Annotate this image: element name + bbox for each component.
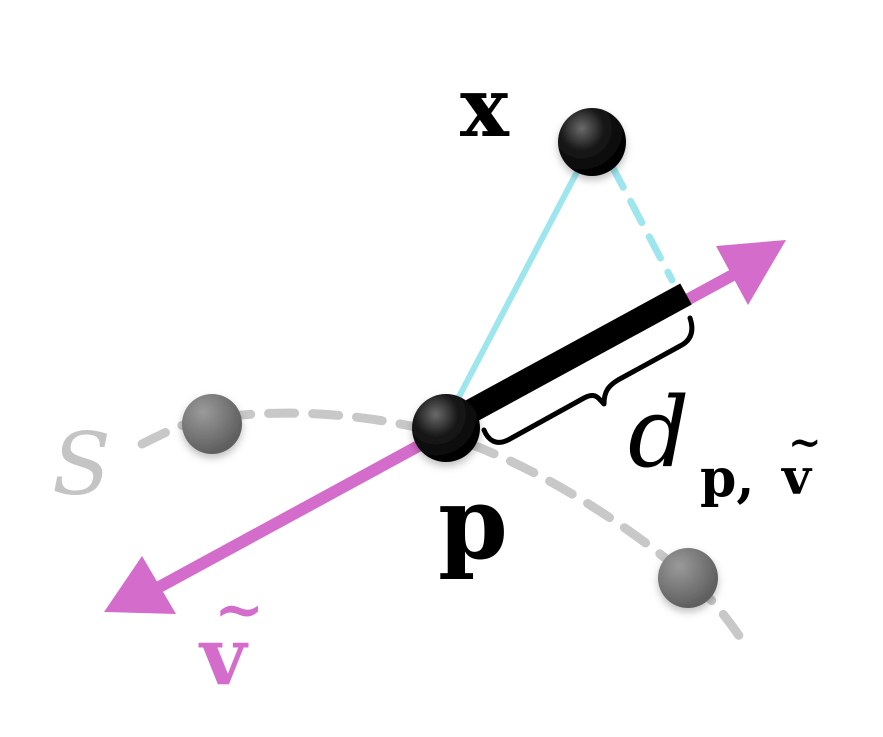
label-distance-subscript: p, (700, 448, 754, 509)
direction-arrowhead-lower (104, 556, 176, 614)
point-p (412, 394, 480, 462)
label-p: p (438, 464, 508, 582)
sample-point-right (658, 548, 718, 608)
point-x (558, 108, 626, 176)
label-distance-d: d (628, 377, 689, 489)
label-x: x (460, 60, 510, 156)
set-curve-right (465, 439, 747, 645)
sample-point-left (182, 394, 242, 454)
projection-dashed-line (608, 162, 676, 284)
label-distance-subscript-v: v (781, 447, 813, 506)
x-to-p-line (449, 167, 581, 413)
direction-arrowhead-upper (716, 240, 786, 305)
distance-brace (481, 315, 695, 445)
label-v-tilde-accent: ~ (214, 575, 264, 645)
projection-segment (456, 283, 692, 427)
label-v-tilde: v (198, 609, 249, 703)
label-set-s: S (52, 415, 111, 515)
label-distance-subscript-tilde: ~ (788, 419, 822, 466)
